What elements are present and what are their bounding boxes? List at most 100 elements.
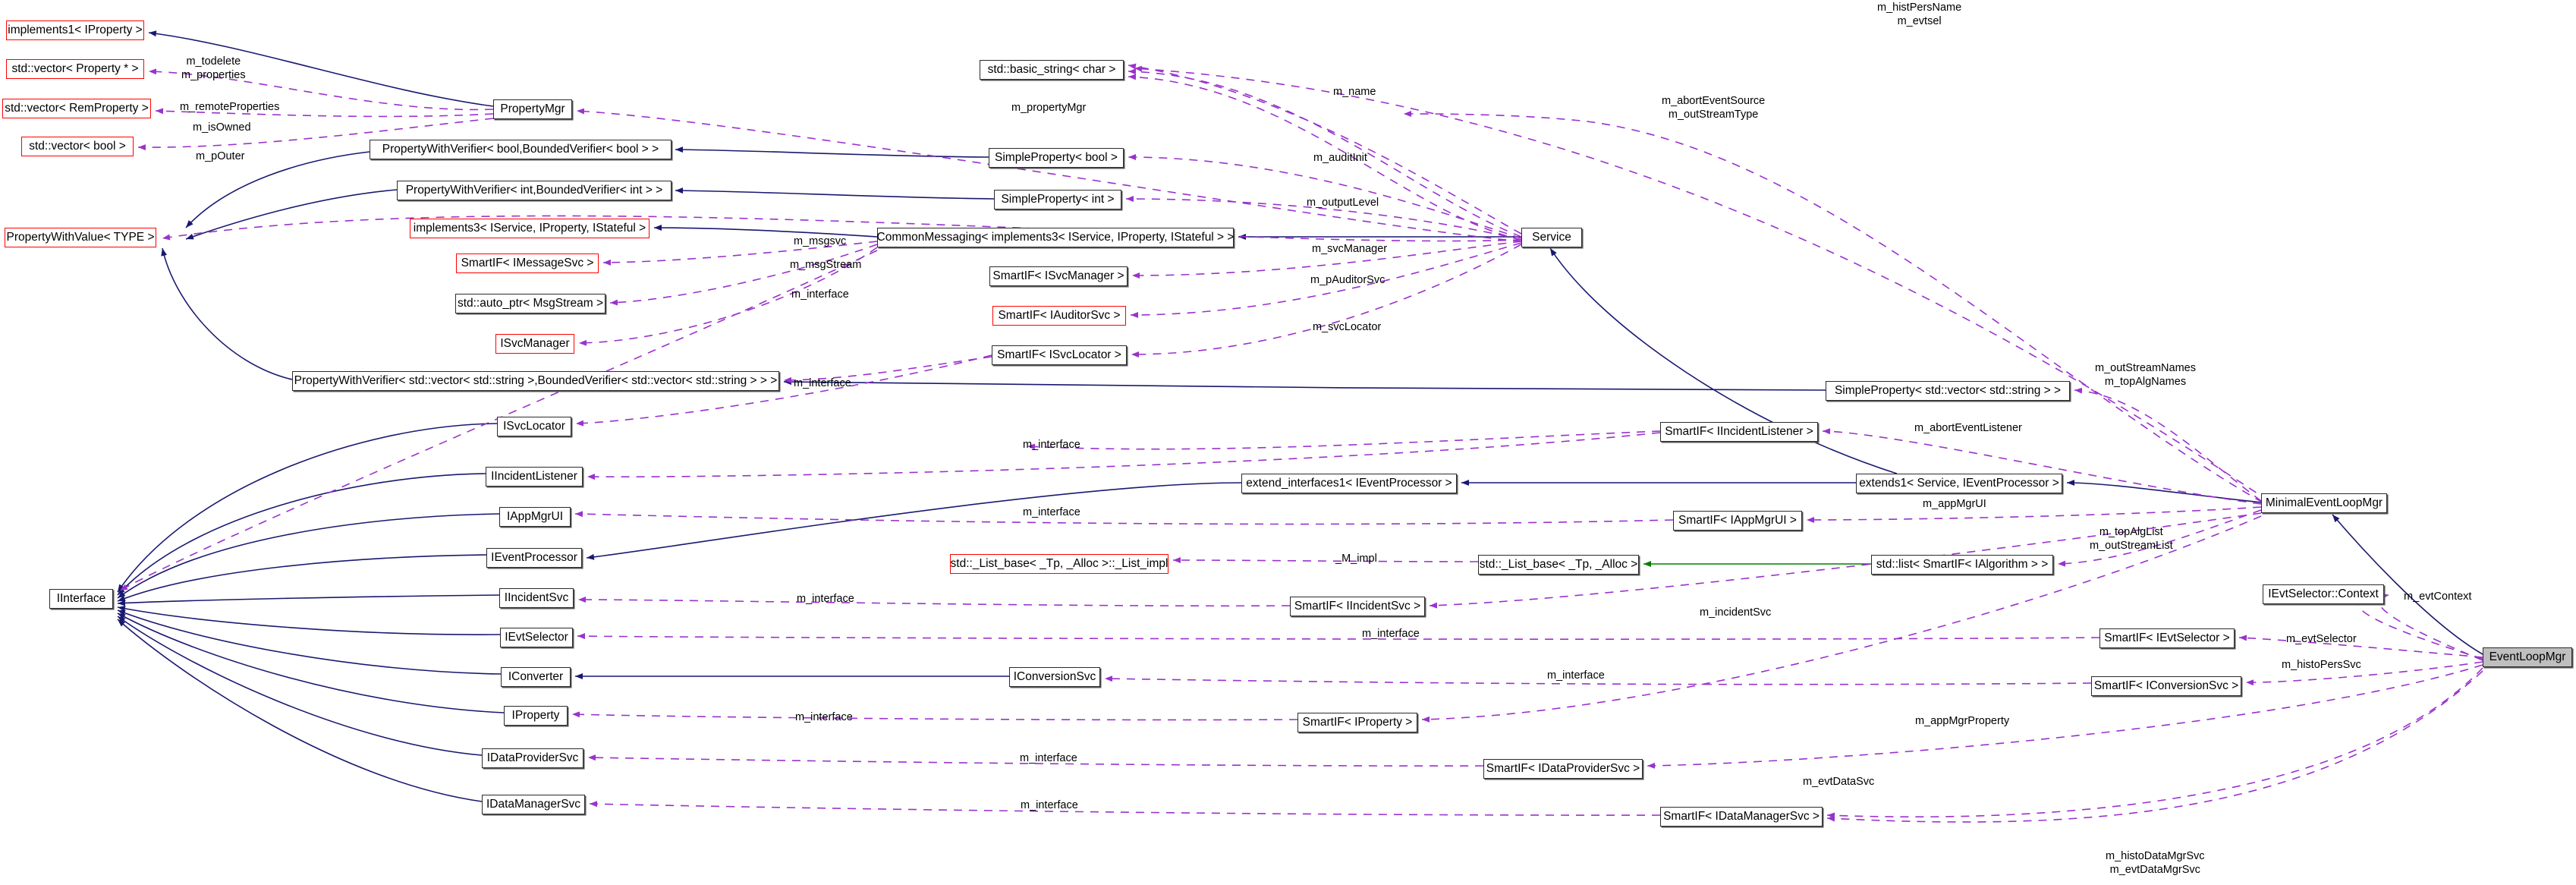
node-label: std::vector< Property * > — [11, 62, 139, 76]
node-label: SmartIF< IAppMgrUI > — [1678, 514, 1797, 528]
edge-label-pouter: m_pOuter — [196, 150, 245, 162]
node-isvclocator[interactable]: ISvcLocator — [497, 417, 571, 436]
node-extends1-service-ieventprocessor[interactable]: extends1< Service, IEventProcessor > — [1856, 474, 2062, 493]
edge-label-appmgrproperty: m_appMgrProperty — [1915, 715, 2010, 727]
node-smartif-isvclocator[interactable]: SmartIF< ISvcLocator > — [992, 345, 1127, 365]
edge-label-histoperssvc: m_histoPersSvc — [2282, 659, 2361, 671]
node-extend-interfaces1-ieventprocessor[interactable]: extend_interfaces1< IEventProcessor > — [1241, 474, 1457, 493]
node-label: SmartIF< IIncidentSvc > — [1294, 600, 1421, 613]
node-simpleproperty-vector-string[interactable]: SimpleProperty< std::vector< std::string… — [1826, 381, 2070, 401]
node-smartif-isvcmanager[interactable]: SmartIF< ISvcManager > — [989, 266, 1128, 286]
node-label: IProperty — [511, 709, 560, 723]
node-label: std::basic_string< char > — [987, 63, 1116, 77]
node-label: ISvcManager — [500, 337, 570, 351]
node-smartif-idatamanagersvc[interactable]: SmartIF< IDataManagerSvc > — [1660, 807, 1823, 827]
edge-label-appmgrui: m_appMgrUI — [1923, 498, 1986, 510]
node-service[interactable]: Service — [1521, 228, 1582, 247]
edge-label-pauditorsvc: m_pAuditorSvc — [1310, 274, 1386, 286]
node-propertywithverifier-int[interactable]: PropertyWithVerifier< int,BoundedVerifie… — [397, 181, 672, 200]
edge-label-svcmanager: m_svcManager — [1312, 243, 1388, 255]
node-smartif-iincidentsvc[interactable]: SmartIF< IIncidentSvc > — [1290, 597, 1425, 616]
node-label: SmartIF< IAuditorSvc > — [998, 309, 1121, 323]
node-iappmgrui[interactable]: IAppMgrUI — [499, 507, 571, 527]
node-label: SmartIF< IDataManagerSvc > — [1663, 810, 1820, 824]
node-ieventprocessor[interactable]: IEventProcessor — [486, 548, 582, 568]
node-smartif-iappmgrui[interactable]: SmartIF< IAppMgrUI > — [1673, 511, 1802, 531]
edge-label-m-impl: _M_impl — [1335, 553, 1377, 565]
node-label: SmartIF< ISvcLocator > — [997, 348, 1121, 362]
node-smartif-iconversionsvc[interactable]: SmartIF< IConversionSvc > — [2091, 676, 2241, 696]
node-label: SmartIF< IIncidentListener > — [1665, 425, 1813, 439]
node-label: std::list< SmartIF< IAlgorithm > > — [1876, 558, 2049, 572]
node-label: SmartIF< IProperty > — [1302, 716, 1413, 729]
node-vector-property-ptr[interactable]: std::vector< Property * > — [6, 59, 144, 79]
node-idataprovidersvc[interactable]: IDataProviderSvc — [482, 748, 583, 768]
edge-label-propertymgr: m_propertyMgr — [1011, 102, 1087, 114]
node-smartif-iproperty[interactable]: SmartIF< IProperty > — [1297, 713, 1417, 732]
node-simpleproperty-bool[interactable]: SimpleProperty< bool > — [989, 148, 1124, 168]
node-label: extends1< Service, IEventProcessor > — [1859, 477, 2059, 490]
node-smartif-ievtselector[interactable]: SmartIF< IEvtSelector > — [2099, 628, 2235, 648]
edge-label-interface-1: m_interface — [791, 288, 849, 301]
node-propertywithverifier-vector-string[interactable]: PropertyWithVerifier< std::vector< std::… — [292, 371, 779, 391]
node-list-smartif-ialgorithm[interactable]: std::list< SmartIF< IAlgorithm > > — [1871, 555, 2053, 575]
node-iincidentlistener[interactable]: IIncidentListener — [486, 467, 583, 487]
node-isvcmanager[interactable]: ISvcManager — [495, 334, 574, 354]
node-implements1-iproperty[interactable]: implements1< IProperty > — [6, 20, 144, 40]
node-eventloopmgr[interactable]: EventLoopMgr — [2483, 647, 2572, 667]
node-propertywithvalue-type[interactable]: PropertyWithValue< TYPE > — [5, 228, 156, 247]
node-autoptr-msgstream[interactable]: std::auto_ptr< MsgStream > — [455, 294, 605, 313]
node-label: SmartIF< ISvcManager > — [992, 269, 1124, 283]
node-list-base[interactable]: std::_List_base< _Tp, _Alloc > — [1478, 555, 1639, 575]
node-idatamanagersvc[interactable]: IDataManagerSvc — [482, 795, 585, 814]
node-label: SmartIF< IEvtSelector > — [2104, 631, 2230, 645]
node-smartif-iincidentlistener[interactable]: SmartIF< IIncidentListener > — [1660, 422, 1818, 442]
node-implements3-service-property-stateful[interactable]: implements3< IService, IProperty, IState… — [410, 219, 650, 238]
node-basic-string-char[interactable]: std::basic_string< char > — [980, 60, 1124, 80]
node-label: IIncidentListener — [491, 470, 577, 483]
node-label: ISvcLocator — [503, 420, 565, 433]
node-iconversionsvc[interactable]: IConversionSvc — [1009, 667, 1100, 687]
node-iincidentsvc[interactable]: IIncidentSvc — [499, 588, 574, 608]
node-simpleproperty-int[interactable]: SimpleProperty< int > — [994, 190, 1121, 209]
edge-label-auditinit: m_auditInit — [1313, 152, 1367, 164]
node-label: IConversionSvc — [1013, 670, 1096, 684]
node-vector-bool[interactable]: std::vector< bool > — [21, 137, 134, 156]
node-ievtselector-context[interactable]: IEvtSelector::Context — [2263, 584, 2384, 604]
node-propertymgr[interactable]: PropertyMgr — [493, 99, 572, 119]
node-iproperty[interactable]: IProperty — [504, 706, 568, 726]
node-label: SmartIF< IMessageSvc > — [461, 257, 594, 270]
edge-label-evtcontext: m_evtContext — [2404, 591, 2472, 603]
node-label: SimpleProperty< std::vector< std::string… — [1834, 384, 2062, 398]
edge-label-outputlevel: m_outputLevel — [1307, 197, 1379, 209]
node-smartif-idataprovidersvc[interactable]: SmartIF< IDataProviderSvc > — [1483, 759, 1643, 779]
edge-label-interface-6: m_interface — [1362, 628, 1420, 640]
node-minimaleventloopmgr[interactable]: MinimalEventLoopMgr — [2261, 493, 2387, 513]
node-smartif-iauditorsvc[interactable]: SmartIF< IAuditorSvc > — [992, 306, 1126, 326]
node-label: IEventProcessor — [491, 551, 577, 565]
node-label: IDataManagerSvc — [486, 798, 581, 811]
node-vector-remproperty[interactable]: std::vector< RemProperty > — [2, 99, 151, 118]
edge-label-aborteventlistener: m_abortEventListener — [1914, 422, 2022, 434]
node-label: PropertyMgr — [500, 102, 565, 116]
node-label: SimpleProperty< bool > — [995, 151, 1118, 165]
edge-label-interface-3: m_interface — [1023, 439, 1080, 451]
node-list-impl[interactable]: std::_List_base< _Tp, _Alloc >::_List_im… — [950, 554, 1168, 574]
node-smartif-imessagesvc[interactable]: SmartIF< IMessageSvc > — [456, 254, 599, 273]
node-iinterface[interactable]: IInterface — [49, 589, 113, 609]
edge-label-interface-8: m_interface — [795, 711, 853, 723]
node-label: std::_List_base< _Tp, _Alloc > — [1479, 558, 1638, 572]
node-label: SimpleProperty< int > — [1001, 193, 1115, 206]
edge-label-incidentsvc: m_incidentSvc — [1700, 606, 1772, 619]
node-ievtselector[interactable]: IEvtSelector — [500, 628, 573, 647]
node-label: std::_List_base< _Tp, _Alloc >::_List_im… — [950, 557, 1168, 571]
node-commonmessaging[interactable]: CommonMessaging< implements3< IService, … — [877, 228, 1234, 247]
node-label: EventLoopMgr — [2489, 650, 2566, 664]
node-iconverter[interactable]: IConverter — [501, 667, 571, 687]
node-propertywithverifier-bool[interactable]: PropertyWithVerifier< bool,BoundedVerifi… — [370, 140, 672, 159]
edge-label-interface-2: m_interface — [794, 377, 851, 389]
node-label: std::vector< bool > — [29, 140, 126, 153]
